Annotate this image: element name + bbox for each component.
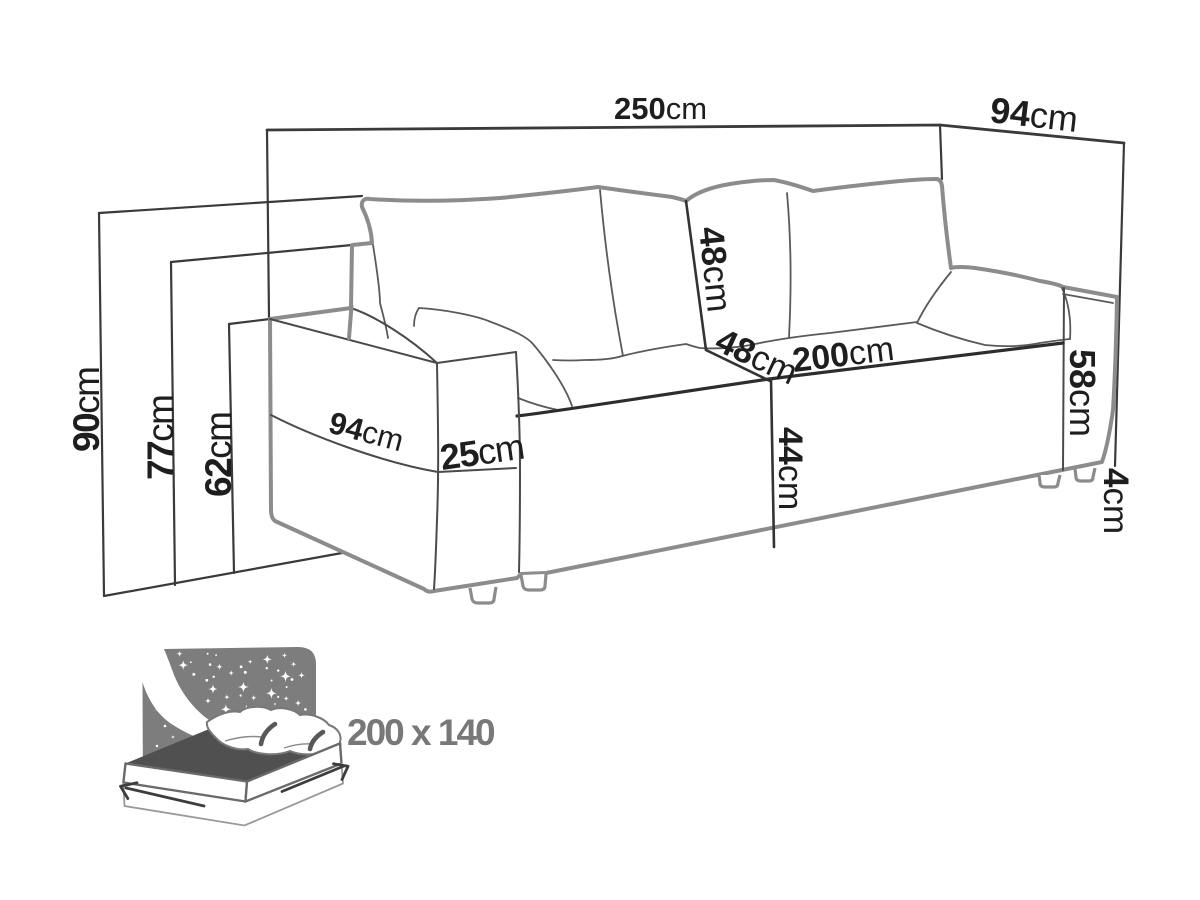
svg-text:58cm: 58cm <box>1062 349 1103 437</box>
svg-text:200 x 140: 200 x 140 <box>347 712 495 753</box>
svg-text:44cm: 44cm <box>771 427 809 510</box>
svg-text:4cm: 4cm <box>1096 468 1135 534</box>
svg-text:90cm: 90cm <box>66 368 107 452</box>
svg-text:94cm: 94cm <box>988 89 1080 140</box>
svg-text:48cm: 48cm <box>691 225 739 314</box>
svg-text:250cm: 250cm <box>614 91 707 126</box>
svg-text:200cm: 200cm <box>790 330 896 380</box>
svg-text:62cm: 62cm <box>198 413 239 497</box>
svg-text:94cm: 94cm <box>325 405 407 458</box>
svg-text:25cm: 25cm <box>437 426 526 478</box>
svg-text:77cm: 77cm <box>140 396 181 480</box>
